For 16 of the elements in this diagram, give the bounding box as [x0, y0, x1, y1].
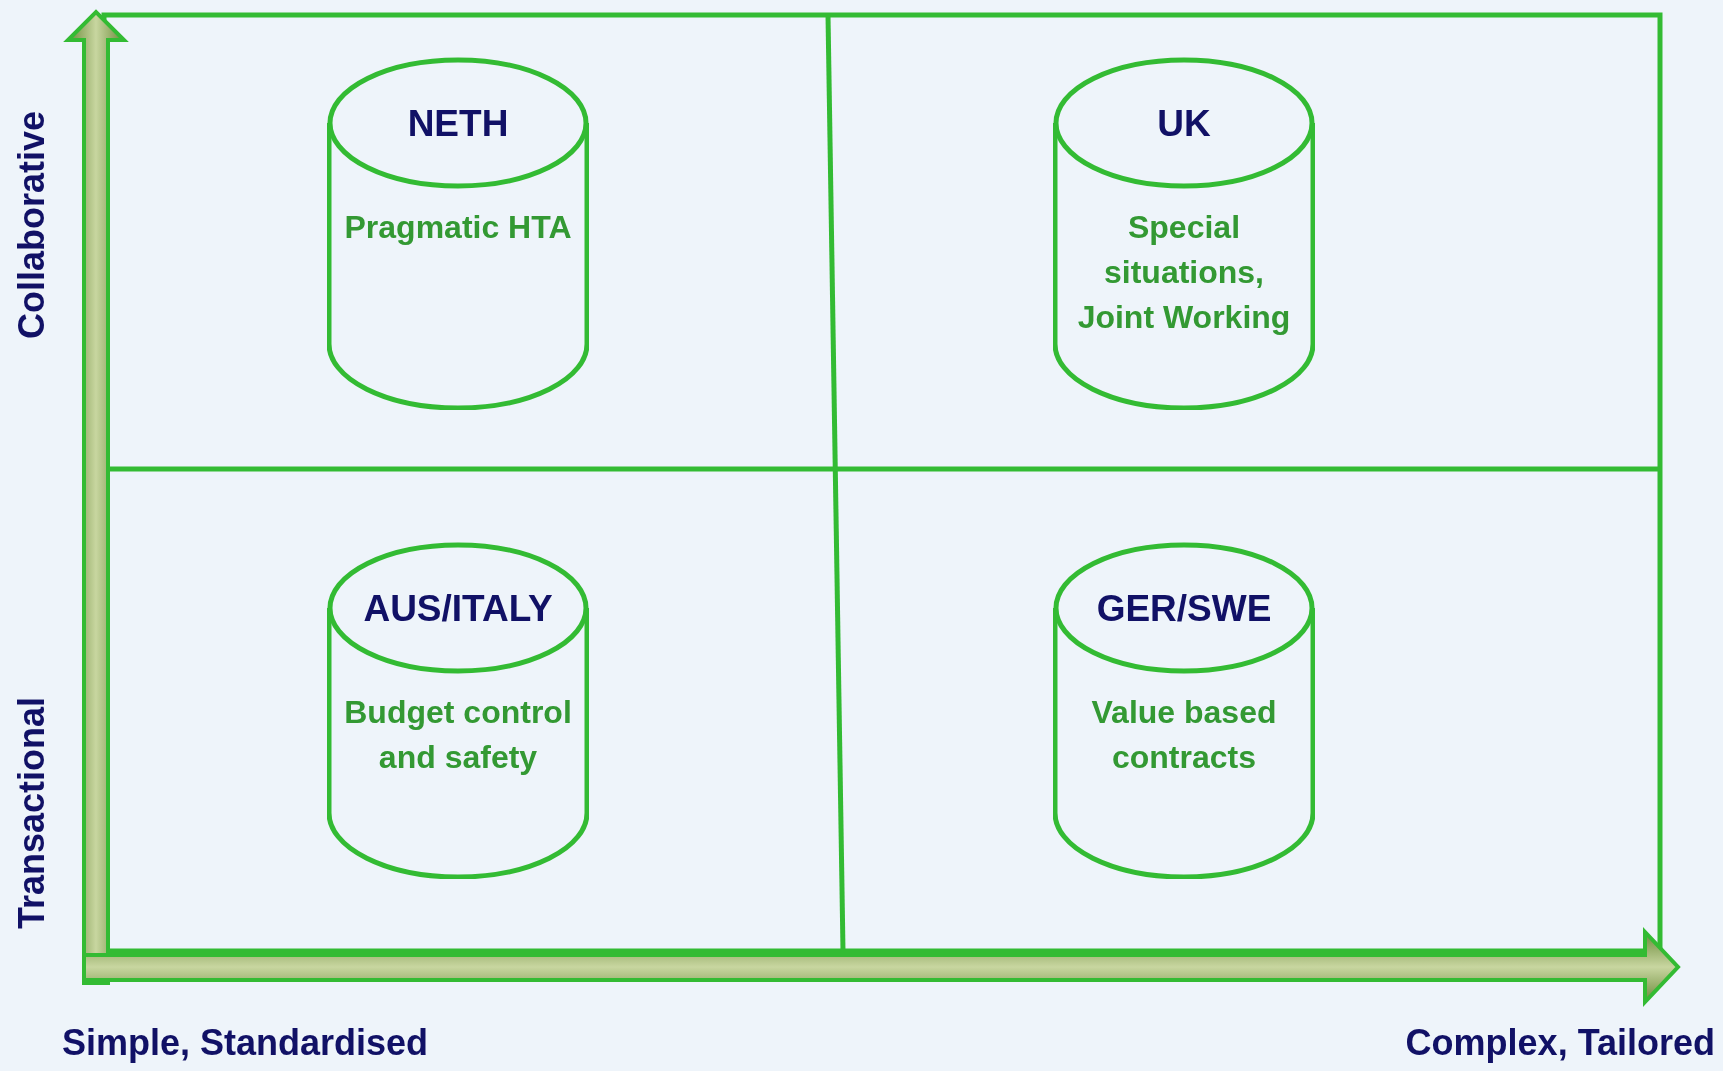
axis-label: Collaborative [10, 110, 53, 340]
cylinder-heading: GER/SWE [1096, 589, 1272, 627]
axis-label: Simple, Standardised [62, 1025, 429, 1061]
cylinder-heading: AUS/ITALY [363, 589, 553, 627]
axis-label: Transactional [10, 696, 53, 930]
cylinder-node [327, 542, 589, 879]
cylinder-text: Special situations, Joint Working [1076, 208, 1292, 337]
axis-label: Complex, Tailored [1405, 1025, 1715, 1061]
cylinder-node [1053, 542, 1315, 879]
cylinder-text: Budget control and safety [343, 693, 573, 777]
cylinder-node [1053, 57, 1315, 410]
cylinder-text: Value based contracts [1090, 693, 1278, 777]
cylinder-node [327, 57, 589, 410]
cylinder-heading: UK [1157, 104, 1211, 142]
cylinder-heading: NETH [407, 104, 509, 142]
cylinder-text: Pragmatic HTA [343, 208, 573, 247]
